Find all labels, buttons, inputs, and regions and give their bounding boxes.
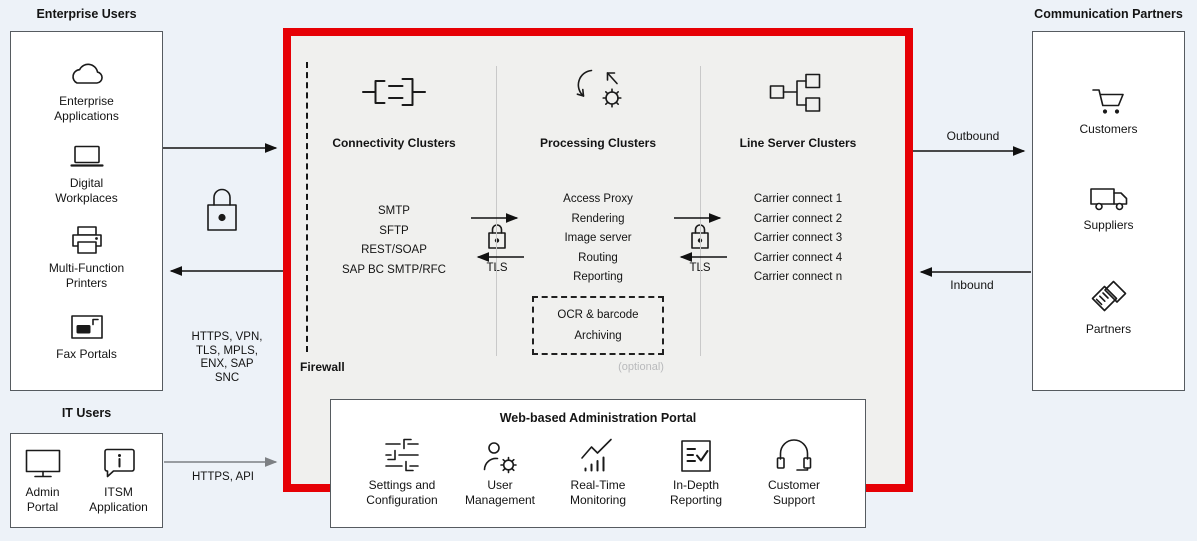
lock-icon: [207, 188, 237, 231]
list-item: Carrier connect 1: [753, 193, 843, 205]
glyph-box: [577, 432, 619, 474]
list-item: SAP BC SMTP/RFC: [342, 263, 446, 276]
itsm-application-item: ITSM Application: [83, 446, 155, 514]
item-label: Fax Portals: [56, 347, 117, 361]
list-item: Routing: [578, 251, 618, 264]
list-item: Image server: [564, 232, 632, 244]
list-item: OCR & barcode: [557, 309, 639, 321]
partners-item: Partners: [1064, 278, 1154, 337]
enterprise-applications-item: Enterprise Applications: [41, 60, 133, 123]
item-label: Customers: [1079, 122, 1138, 137]
connector-icon: [362, 78, 426, 106]
list-item: SFTP: [379, 224, 409, 237]
network-tree-icon: [769, 73, 821, 112]
list-item: Carrier connect 4: [753, 251, 843, 264]
it-protocols-label: HTTPS, API: [192, 471, 254, 483]
list-item: REST/SOAP: [361, 244, 427, 256]
firewall-label: Firewall: [300, 360, 345, 374]
laptop-icon: [69, 145, 104, 167]
multifunction-printers-item: Multi-Function Printers: [41, 225, 133, 290]
it-users-panel: Admin Portal ITSM Application: [10, 433, 163, 528]
item-label: Settings and Configuration: [366, 478, 438, 507]
checklist-icon: [681, 440, 711, 472]
list-item: Carrier connect 3: [753, 232, 843, 244]
digital-workplaces-item: Digital Workplaces: [41, 144, 133, 205]
glyph-box: [774, 432, 814, 474]
list-item: Archiving: [574, 330, 622, 342]
item-label: Partners: [1085, 322, 1132, 337]
item-label: Multi-Function Printers: [48, 261, 125, 291]
encryption-lock: [202, 184, 242, 239]
connectivity-clusters-title: Connectivity Clusters: [332, 136, 456, 150]
carrier-connect-list: Carrier connect 1 Carrier connect 2 Carr…: [708, 190, 888, 288]
customers-item: Customers: [1064, 85, 1154, 137]
item-label: Suppliers: [1083, 218, 1134, 233]
list-item: Reporting: [573, 271, 623, 283]
admin-portal-item: Admin Portal: [19, 447, 67, 514]
connectivity-protocols-list: SMTP SFTP REST/SOAP SAP BC SMTP/RFC: [311, 202, 477, 280]
list-item: Access Proxy: [563, 193, 633, 205]
sliders-icon: [385, 438, 419, 472]
glyph-box: [383, 432, 421, 474]
process-sync-gear-icon: [576, 69, 622, 108]
fax-portals-item: Fax Portals: [52, 311, 122, 362]
column-divider: [700, 66, 701, 356]
list-item: Carrier connect 2: [753, 212, 843, 225]
it-users-title: IT Users: [61, 406, 112, 420]
optional-note: (optional): [618, 361, 664, 373]
admin-portal-title: Web-based Administration Portal: [499, 411, 697, 425]
communication-partners-panel: Customers Suppliers Partners: [1032, 31, 1185, 391]
enterprise-users-title: Enterprise Users: [36, 7, 137, 21]
chart-monitor-icon: [581, 438, 612, 472]
item-label: Real-Time Monitoring: [569, 478, 627, 507]
item-label: Customer Support: [767, 478, 820, 507]
chat-info-icon: [103, 449, 135, 478]
firewall-dashed-line: [306, 62, 308, 352]
user-gear-icon: [483, 442, 517, 474]
admin-portal-panel: Web-based Administration Portal Settings…: [330, 399, 866, 528]
printer-icon: [71, 226, 102, 255]
truck-icon: [1089, 188, 1127, 211]
tls-lock-icon: [488, 224, 506, 249]
tls-label: TLS: [486, 262, 508, 274]
item-label: Admin Portal: [25, 484, 60, 514]
outbound-label: Outbound: [946, 129, 1000, 143]
handshake-icon: [1091, 280, 1126, 312]
processing-clusters-title: Processing Clusters: [539, 136, 657, 150]
line-server-clusters-title: Line Server Clusters: [739, 136, 857, 150]
list-item: SMTP: [378, 205, 410, 217]
inbound-label: Inbound: [950, 278, 994, 292]
glyph-box: [679, 432, 713, 474]
headset-icon: [776, 439, 812, 471]
user-management-item: User Management: [453, 432, 547, 507]
item-label: Digital Workplaces: [55, 175, 118, 205]
realtime-monitoring-item: Real-Time Monitoring: [551, 432, 645, 507]
suppliers-item: Suppliers: [1064, 182, 1154, 233]
column-divider: [496, 66, 497, 356]
communication-partners-title: Communication Partners: [1034, 7, 1183, 21]
item-label: Enterprise Applications: [54, 94, 119, 123]
indepth-reporting-item: In-Depth Reporting: [649, 432, 743, 507]
glyph-box: [481, 432, 519, 474]
item-label: User Management: [464, 478, 536, 507]
item-label: In-Depth Reporting: [669, 478, 723, 507]
list-item: Carrier connect n: [753, 271, 843, 283]
list-item: Rendering: [571, 212, 625, 225]
cart-icon: [1091, 89, 1124, 114]
enterprise-protocols-label: HTTPS, VPN, TLS, MPLS, ENX, SAP SNC: [191, 331, 263, 384]
optional-services-box: OCR & barcode Archiving: [532, 296, 664, 355]
settings-configuration-item: Settings and Configuration: [355, 432, 449, 507]
cloud-icon: [71, 63, 103, 85]
customer-support-item: Customer Support: [747, 432, 841, 507]
processing-services-list: Access Proxy Rendering Image server Rout…: [508, 190, 688, 288]
monitor-icon: [25, 449, 60, 478]
fax-icon: [70, 315, 103, 339]
admin-portal-items: Settings and Configuration User Manageme…: [331, 425, 865, 507]
item-label: ITSM Application: [89, 485, 148, 514]
enterprise-users-panel: Enterprise Applications Digital Workplac…: [10, 31, 163, 391]
